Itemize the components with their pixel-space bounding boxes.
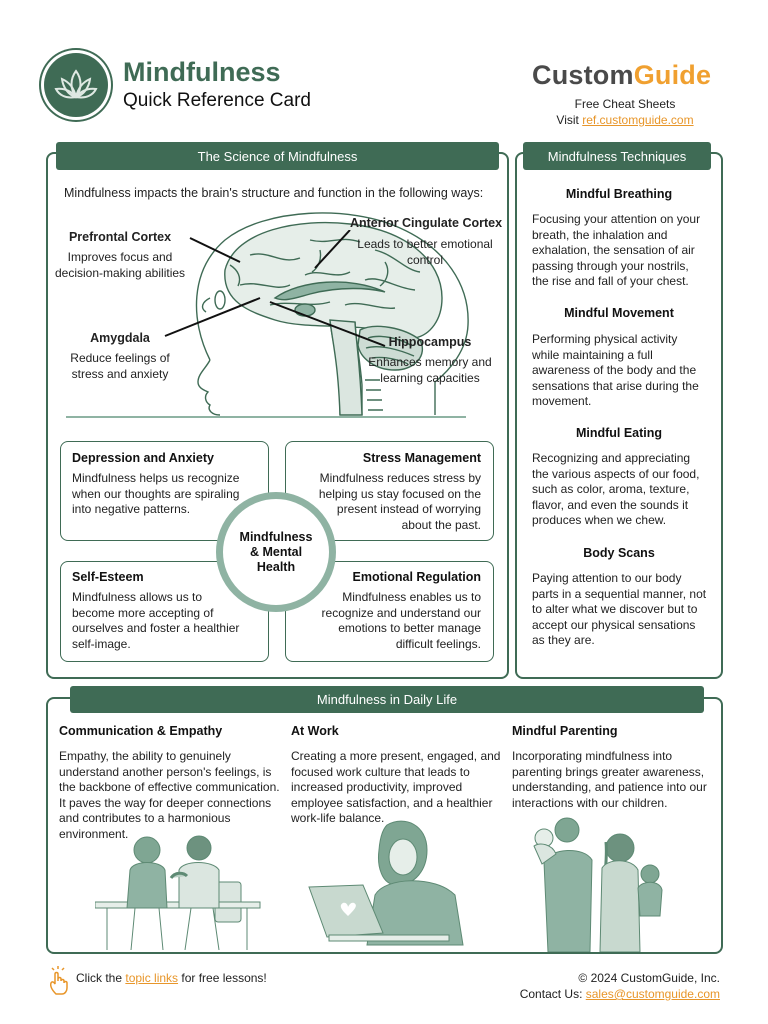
- amygdala-title: Amygdala: [90, 331, 150, 345]
- acc-title: Anterior Cingulate Cortex: [349, 216, 503, 230]
- lotus-icon: [54, 69, 98, 99]
- lotus-logo: [44, 53, 108, 117]
- page-subtitle: Quick Reference Card: [123, 90, 311, 111]
- daily-text-communication: Empathy, the ability to genuinely unders…: [59, 749, 280, 841]
- science-banner: The Science of Mindfulness: [56, 142, 499, 170]
- brand-text-right: uide: [654, 60, 712, 90]
- daily-title-communication: Communication & Empathy: [59, 724, 223, 738]
- science-divider: [66, 416, 466, 418]
- technique-text-1: Focusing your attention on your breath, …: [532, 212, 701, 288]
- brand-g-letter: G: [633, 60, 655, 90]
- footer-click-line: Click the topic links for free lessons!: [76, 971, 267, 985]
- daily-title-parenting: Mindful Parenting: [512, 724, 618, 738]
- footer-copyright: © 2024 CustomGuide, Inc.: [578, 971, 720, 985]
- technique-text-3: Recognizing and appreciating the various…: [532, 451, 700, 527]
- footer-contact-prefix: Contact Us:: [519, 987, 586, 1001]
- footer-click-prefix: Click the: [76, 971, 126, 985]
- footer-click-suffix: for free lessons!: [178, 971, 267, 985]
- box-depression-title: Depression and Anxiety: [72, 451, 214, 465]
- daily-title-work: At Work: [291, 724, 339, 738]
- visit-link[interactable]: ref.customguide.com: [582, 113, 694, 127]
- visit-line: Visit ref.customguide.com: [520, 113, 730, 127]
- amygdala-text: Reduce feelings of stress and anxiety: [70, 351, 170, 381]
- center-circle: Mindfulness & Mental Health: [216, 492, 336, 612]
- box-esteem-title: Self-Esteem: [72, 570, 144, 584]
- empathy-illustration: [95, 835, 261, 950]
- work-illustration: [308, 820, 464, 946]
- science-intro: Mindfulness impacts the brain's structur…: [64, 186, 484, 200]
- hippocampus-title: Hippocampus: [388, 335, 472, 349]
- technique-title-2: Mindful Movement: [564, 306, 674, 320]
- footer-contact: Contact Us: sales@customguide.com: [480, 987, 720, 1001]
- box-stress-text: Mindfulness reduces stress by helping us…: [318, 471, 481, 532]
- pointer-hand-icon: [50, 966, 68, 995]
- box-emotional-text: Mindfulness enables us to recognize and …: [321, 590, 481, 651]
- free-cheat-sheets: Free Cheat Sheets: [574, 97, 676, 111]
- technique-title-3: Mindful Eating: [575, 426, 663, 440]
- hippocampus-text: Enhances memory and learning capacities: [368, 355, 492, 385]
- technique-text-4: Paying attention to our body parts in a …: [532, 571, 707, 647]
- center-circle-text: Mindfulness & Mental Health: [239, 529, 313, 574]
- brain-illustration: [195, 212, 469, 416]
- box-depression-text: Mindfulness helps us recognize when our …: [72, 471, 240, 516]
- brand-text-left: Custom: [532, 60, 634, 90]
- parenting-illustration: [533, 817, 663, 952]
- daily-life-banner: Mindfulness in Daily Life: [70, 686, 704, 713]
- brand-logo[interactable]: CustomGuide: [532, 60, 711, 91]
- brain-pointer-lines: [164, 230, 386, 347]
- box-emotional-title: Emotional Regulation: [352, 570, 481, 584]
- daily-text-parenting: Incorporating mindfulness into parenting…: [512, 749, 707, 810]
- prefrontal-text: Improves focus and decision-making abili…: [54, 250, 186, 280]
- page-title: Mindfulness: [123, 57, 281, 87]
- visit-prefix: Visit: [556, 113, 583, 127]
- technique-text-2: Performing physical activity while maint…: [532, 332, 699, 408]
- contact-email-link[interactable]: sales@customguide.com: [585, 987, 720, 1001]
- technique-title-4: Body Scans: [583, 546, 655, 560]
- box-esteem-text: Mindfulness allows us to become more acc…: [72, 590, 240, 651]
- box-stress-title: Stress Management: [362, 451, 481, 465]
- acc-text: Leads to better emotional control: [357, 237, 493, 267]
- techniques-banner: Mindfulness Techniques: [523, 142, 711, 170]
- technique-title-1: Mindful Breathing: [565, 187, 673, 201]
- topic-links-link[interactable]: topic links: [125, 971, 179, 985]
- daily-text-work: Creating a more present, engaged, and fo…: [291, 749, 501, 825]
- prefrontal-title: Prefrontal Cortex: [68, 230, 172, 244]
